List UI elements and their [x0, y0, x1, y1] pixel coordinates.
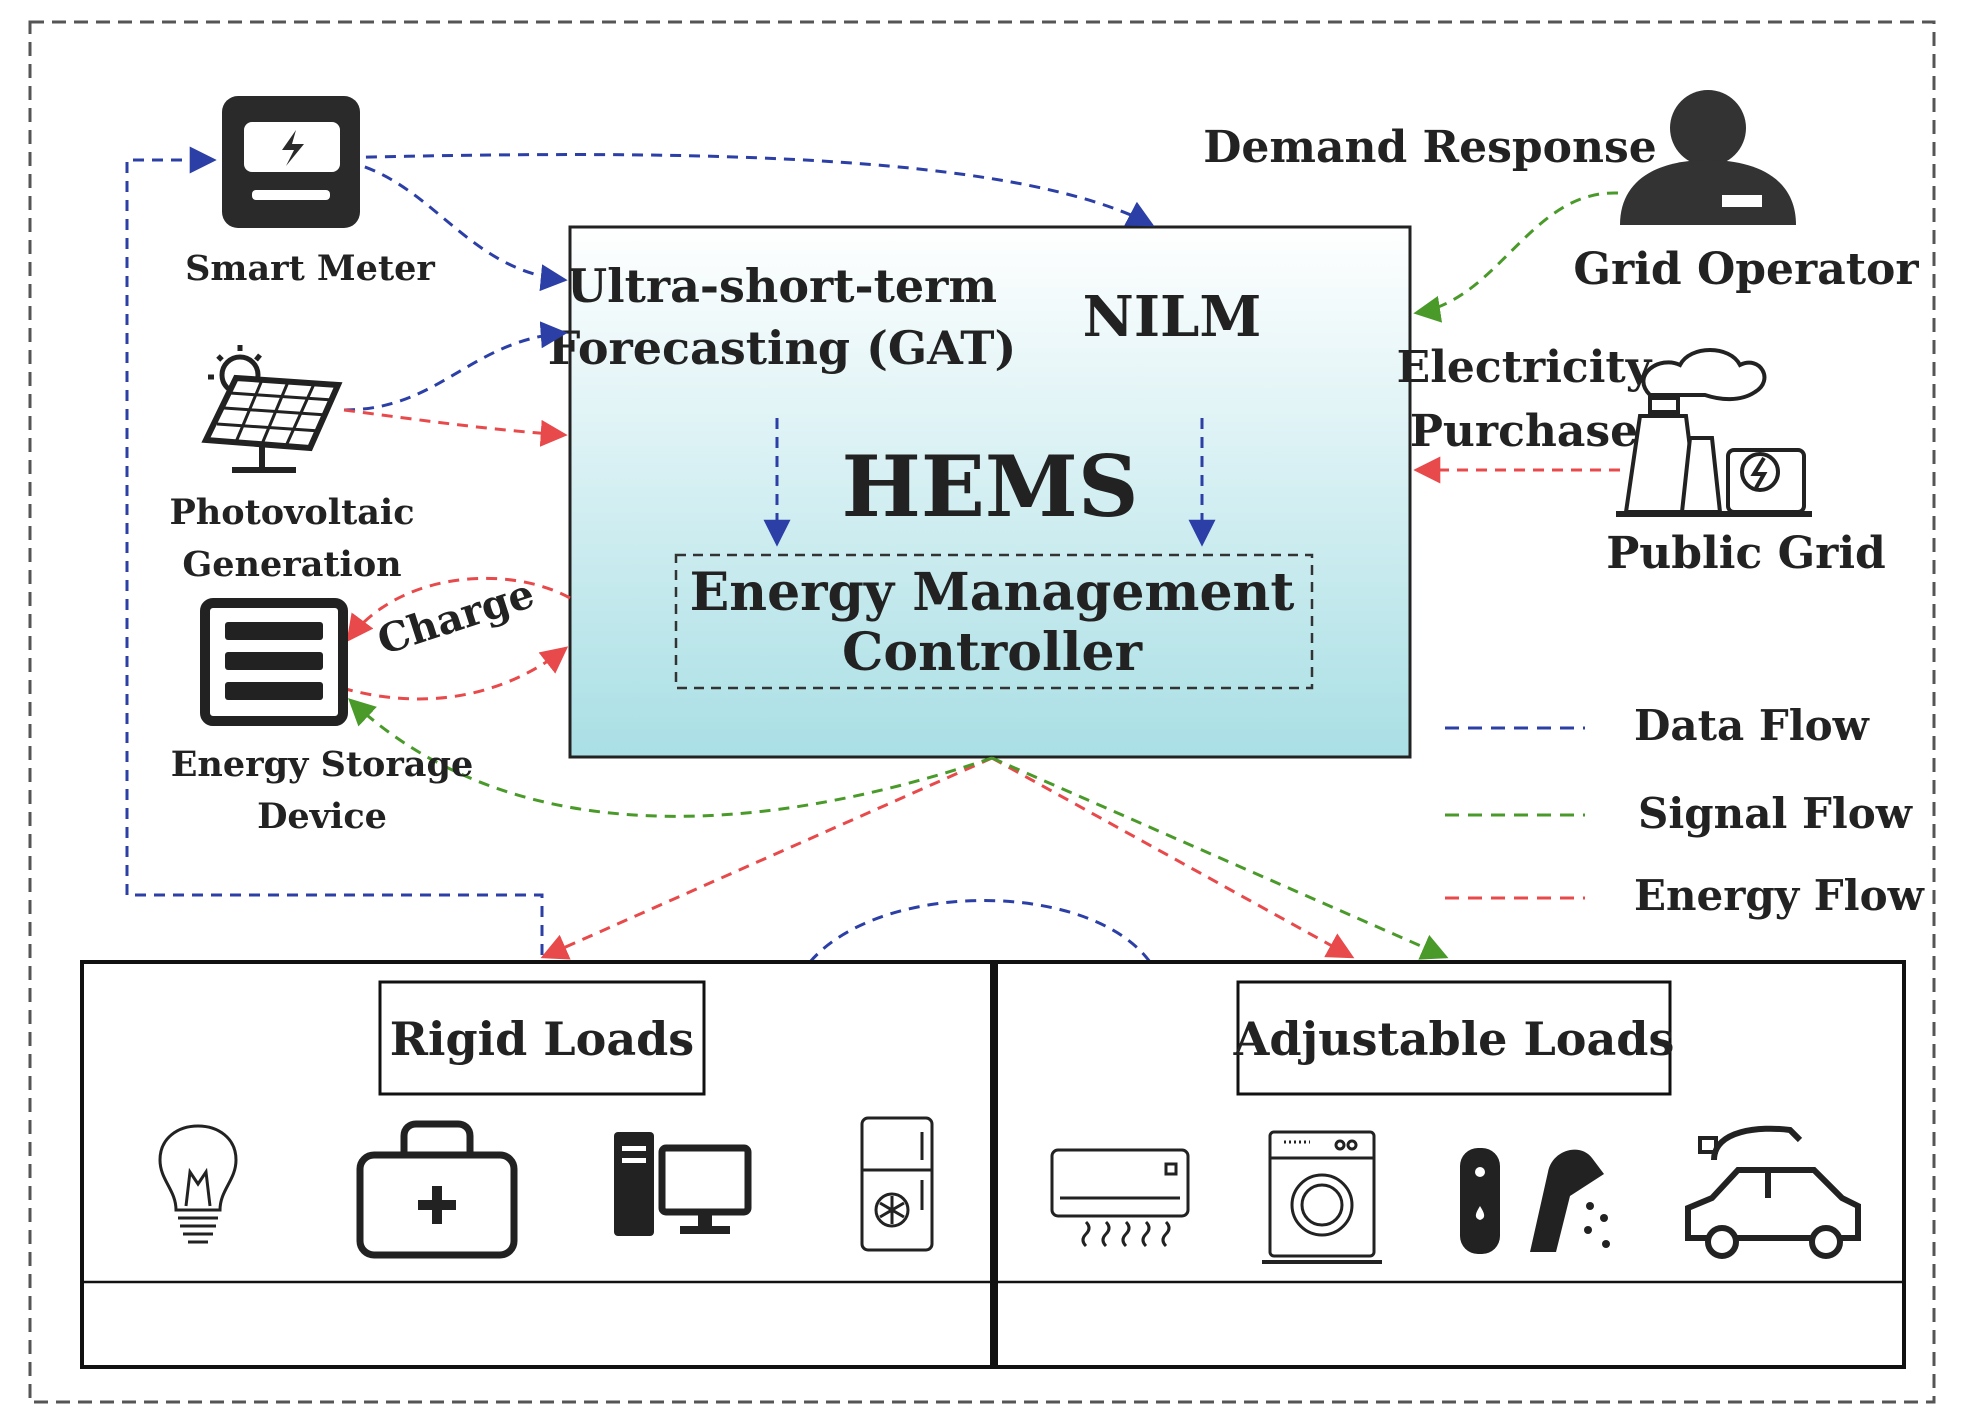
legend-data-flow-label: Data Flow [1634, 701, 1870, 750]
loads-data-link [808, 899, 1152, 963]
electric-vehicle-icon [1685, 1125, 1861, 1259]
controller-box [674, 553, 1314, 690]
water-heater-shower-icon [1460, 1148, 1610, 1254]
public-grid-label: Public Grid [1606, 528, 1886, 579]
pv-to-forecast-data-flow [343, 321, 568, 412]
loads-to-meter-data-flow [125, 146, 544, 955]
forecast-label-line1: Ultra-short-term [567, 259, 997, 313]
legend: Data Flow Signal Flow Energy Flow [1445, 701, 1925, 920]
hems-to-storage-signal-flow [348, 698, 993, 818]
hems-box [568, 225, 1412, 759]
smart-meter-label: Smart Meter [185, 248, 435, 289]
grid-operator-icon [1620, 90, 1796, 225]
medical-kit-icon [356, 1120, 518, 1259]
purchase-label-line1: Electricity [1397, 342, 1653, 393]
computer-icon [614, 1132, 752, 1236]
purchase-label-line2: Purchase [1410, 406, 1638, 457]
rigid-loads-title: Rigid Loads [390, 1012, 694, 1066]
adjustable-loads-title: Adjustable Loads [1233, 1012, 1675, 1066]
hems-to-adjustable-signal-flow [991, 756, 1449, 960]
storage-label-line2: Device [257, 796, 387, 837]
hems-to-rigid-energy-flow [540, 756, 993, 960]
washing-machine-icon [1262, 1130, 1382, 1264]
controller-label-line2: Controller [842, 622, 1143, 683]
legend-energy-flow-label: Energy Flow [1634, 871, 1925, 920]
storage-label-line1: Energy Storage [171, 744, 473, 785]
smart-meter-icon [222, 96, 360, 228]
battery-storage-icon [200, 598, 348, 726]
operator-to-hems-signal-flow [1413, 191, 1619, 323]
light-bulb-icon [158, 1124, 238, 1244]
pv-label-line2: Generation [182, 544, 401, 585]
outer-frame [28, 20, 1936, 1404]
meter-to-hems-data-flow [327, 153, 1155, 227]
rigid-loads-title-box [378, 980, 706, 1096]
legend-signal-flow-label: Signal Flow [1638, 789, 1913, 838]
adjustable-loads-title-box [1236, 980, 1672, 1096]
storage-to-hems-energy-flow [341, 646, 569, 701]
adjustable-loads-panel: Adjustable Loads [994, 960, 1906, 1369]
refrigerator-icon [860, 1116, 934, 1252]
hems-to-adjustable-energy-flow [991, 756, 1355, 959]
pv-label-line1: Photovoltaic [169, 492, 414, 533]
air-conditioner-icon [1050, 1148, 1190, 1248]
hems-title: HEMS [841, 437, 1138, 536]
solar-panel-icon [201, 345, 343, 473]
demand-response-label: Demand Response [1203, 122, 1657, 173]
controller-label-line1: Energy Management [690, 562, 1295, 623]
forecast-label-line2: Forecasting (GAT) [548, 321, 1017, 375]
meter-to-forecast-data-flow [327, 156, 568, 292]
rigid-loads-panel: Rigid Loads [80, 960, 994, 1369]
power-plant-icon [1616, 348, 1812, 517]
grid-operator-label: Grid Operator [1573, 244, 1919, 295]
hems-to-storage-charge-flow [346, 576, 571, 643]
pv-to-hems-energy-flow [343, 408, 568, 447]
nilm-label: NILM [1083, 284, 1262, 350]
